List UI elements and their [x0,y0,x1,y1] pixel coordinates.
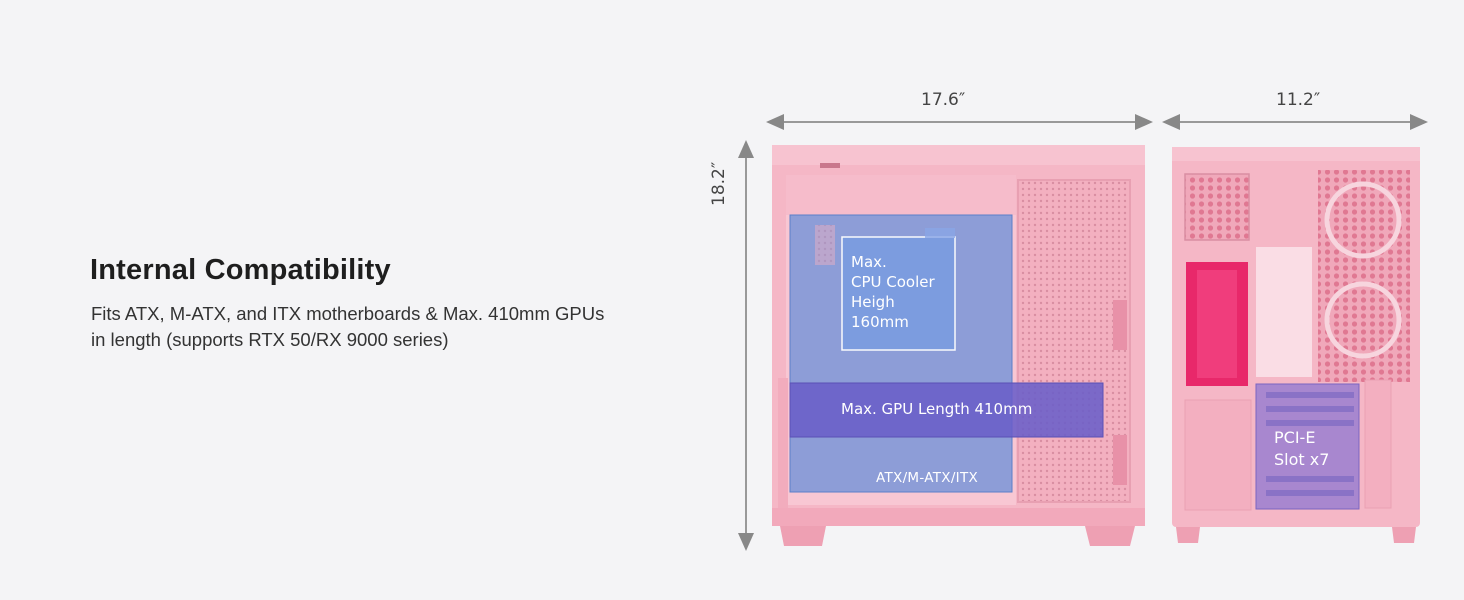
pcie-label-line: Slot x7 [1274,450,1330,469]
cpu-cooler-label-line: 160mm [851,313,909,331]
length-dimension-label: 17.6″ [921,90,966,110]
description-line: Fits ATX, M-ATX, and ITX motherboards & … [91,303,605,324]
case-rear-view [1172,147,1420,543]
cpu-cooler-label-line: Heigh [851,293,895,311]
case-side-view [772,145,1145,546]
pcie-slot-label: PCI-E Slot x7 [1274,427,1329,471]
description-line: in length (supports RTX 50/RX 9000 serie… [91,329,449,350]
cpu-cooler-label: Max. CPU Cooler Heigh 160mm [851,252,935,332]
section-title: Internal Compatibility [90,254,391,286]
cpu-cooler-label-line: Max. [851,253,887,271]
cpu-cooler-label-line: CPU Cooler [851,273,935,291]
gpu-length-label: Max. GPU Length 410mm [841,400,1033,418]
pcie-label-line: PCI-E [1274,428,1316,447]
section-description: Fits ATX, M-ATX, and ITX motherboards & … [91,301,711,353]
height-dimension-label: 18.2″ [709,161,729,206]
width-dimension-label: 11.2″ [1276,90,1321,110]
motherboard-label: ATX/M-ATX/ITX [876,470,979,486]
